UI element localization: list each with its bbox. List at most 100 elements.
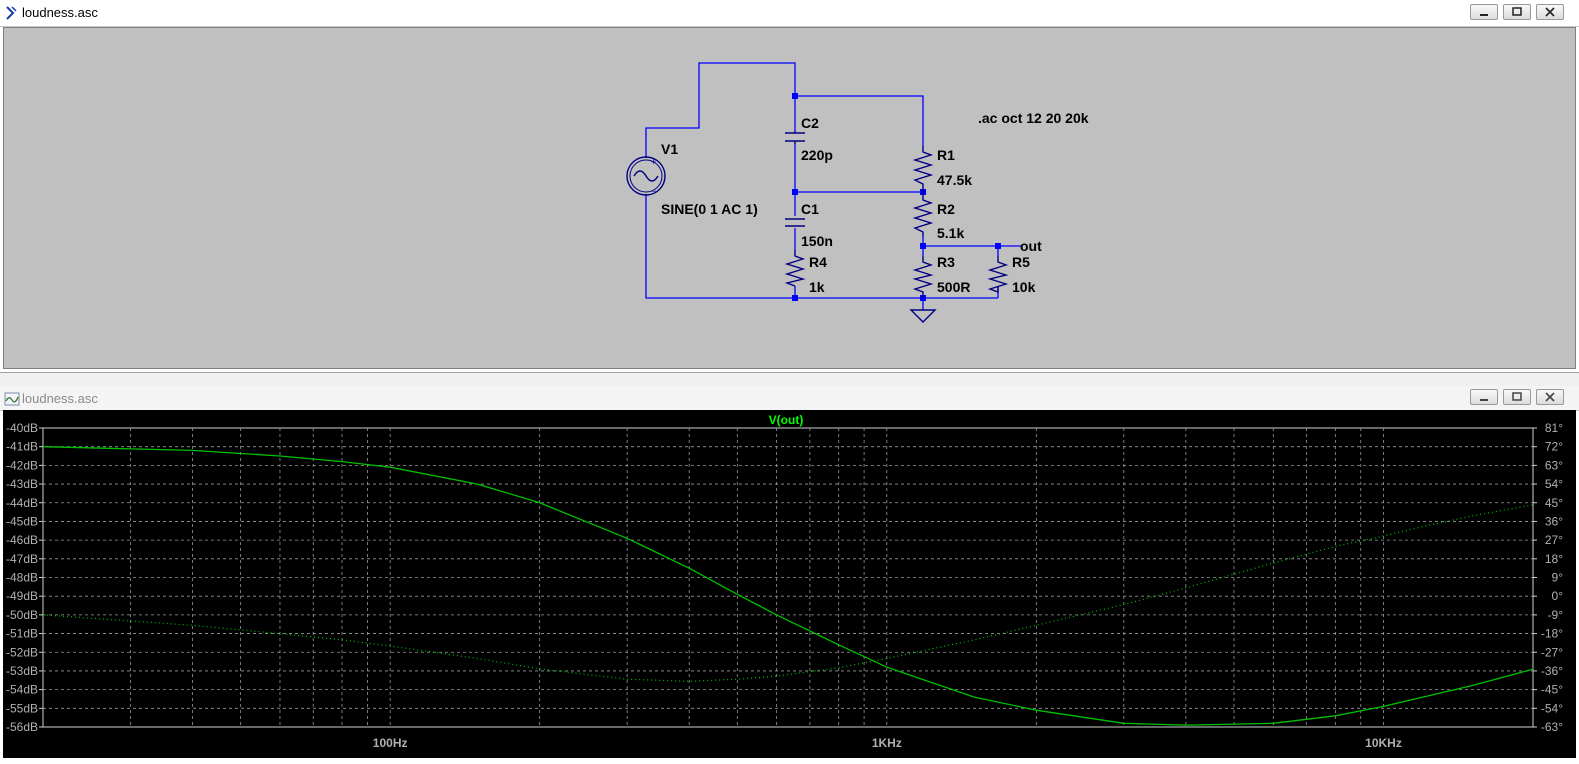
schematic-drawing[interactable]: + − V1 SINE(0 1 AC 1) C2 220p C1 150n R4… (4, 28, 1575, 368)
svg-text:−: − (651, 186, 656, 196)
r5-ref-label: R5 (1012, 254, 1030, 270)
right-tick-label: 45° (1545, 496, 1563, 510)
trace-title-v-out[interactable]: V(out) (769, 413, 804, 427)
svg-text:+: + (651, 157, 656, 167)
left-tick-label: -41dB (6, 440, 38, 454)
left-tick-label: -43dB (6, 477, 38, 491)
right-tick-label: -36° (1541, 664, 1563, 678)
left-tick-label: -45dB (6, 514, 38, 528)
waveform-app-icon (4, 392, 20, 406)
right-tick-label: 0° (1552, 589, 1564, 603)
magnitude-trace[interactable] (42, 446, 1534, 726)
resistor-icon[interactable] (784, 250, 806, 287)
right-tick-label: 36° (1545, 514, 1563, 528)
right-tick-label: -63° (1541, 720, 1563, 734)
x-axis-ticks: 100Hz 1KHz 10KHz (373, 736, 1402, 750)
r4-value-label: 1k (809, 279, 825, 295)
schematic-window-title: loudness.asc (22, 5, 98, 20)
right-tick-label: 27° (1545, 533, 1563, 547)
c1-value-label: 150n (801, 233, 833, 249)
capacitor-icon[interactable] (785, 131, 805, 144)
r2-ref-label: R2 (937, 201, 955, 217)
restore-icon (1512, 7, 1522, 16)
c2-value-label: 220p (801, 147, 833, 163)
left-tick-label: -49dB (6, 589, 38, 603)
resistor-icon[interactable] (912, 146, 934, 192)
r3-ref-label: R3 (937, 254, 955, 270)
bode-plot[interactable]: V(out) -40dB -41dB -42dB -43dB -44dB -45dB -46… (3, 410, 1576, 758)
r3-value-label: 500R (937, 279, 970, 295)
x-tick-label: 10KHz (1365, 736, 1402, 750)
right-tick-label: -54° (1541, 701, 1563, 715)
right-tick-label: -27° (1541, 645, 1563, 659)
left-tick-label: -47dB (6, 552, 38, 566)
x-tick-label: 100Hz (373, 736, 408, 750)
r1-value-label: 47.5k (937, 172, 972, 188)
traces (42, 446, 1534, 726)
right-tick-label: 72° (1545, 440, 1563, 454)
minimize-icon (1480, 14, 1488, 16)
resistor-icon[interactable] (987, 256, 1009, 294)
right-tick-label: -9° (1548, 608, 1564, 622)
ground-icon[interactable] (909, 309, 937, 323)
spice-directive[interactable]: .ac oct 12 20 20k (978, 110, 1089, 126)
minimize-button[interactable] (1470, 389, 1498, 405)
left-axis-ticks: -40dB -41dB -42dB -43dB -44dB -45dB -46dB -47dB… (6, 421, 43, 734)
r2-value-label: 5.1k (937, 225, 964, 241)
left-tick-label: -54dB (6, 683, 38, 697)
left-tick-label: -40dB (6, 421, 38, 435)
right-tick-label: 63° (1545, 458, 1563, 472)
left-tick-label: -53dB (6, 664, 38, 678)
right-tick-label: 18° (1545, 552, 1563, 566)
resistor-icon[interactable] (912, 192, 934, 236)
waveform-plot-area[interactable]: V(out) -40dB -41dB -42dB -43dB -44dB -45dB -46… (3, 410, 1576, 758)
close-button[interactable] (1536, 4, 1564, 20)
schematic-window: loudness.asc (0, 0, 1579, 372)
close-icon (1545, 7, 1555, 17)
restore-button[interactable] (1503, 4, 1531, 20)
right-tick-label: 9° (1552, 571, 1564, 585)
resistor-icon[interactable] (912, 256, 934, 298)
left-tick-label: -50dB (6, 608, 38, 622)
right-tick-label: -18° (1541, 627, 1563, 641)
waveform-window: loudness.asc V(out) -40dB -41dB -42dB -43dB… (0, 386, 1579, 764)
close-icon (1545, 392, 1555, 402)
right-tick-label: 81° (1545, 421, 1563, 435)
minimize-icon (1480, 399, 1488, 401)
right-axis-ticks: 81° 72° 63° 54° 45° 36° 27° 18° 9° 0° -9° -18° -27° -… (1533, 421, 1563, 734)
left-tick-label: -42dB (6, 458, 38, 472)
x-tick-label: 1KHz (872, 736, 902, 750)
left-tick-label: -46dB (6, 533, 38, 547)
minimize-button[interactable] (1470, 4, 1498, 20)
components (626, 131, 1009, 323)
r1-ref-label: R1 (937, 147, 955, 163)
r5-value-label: 10k (1012, 279, 1036, 295)
close-button[interactable] (1536, 389, 1564, 405)
waveform-titlebar[interactable]: loudness.asc (0, 386, 1579, 411)
net-label-out[interactable]: out (1020, 238, 1042, 254)
voltage-source-icon[interactable] (626, 156, 666, 196)
schematic-canvas[interactable]: + − V1 SINE(0 1 AC 1) C2 220p C1 150n R4… (3, 27, 1576, 369)
restore-button[interactable] (1503, 389, 1531, 405)
window-splitter[interactable] (0, 372, 1579, 387)
c2-ref-label: C2 (801, 115, 819, 131)
ltspice-app-icon (6, 6, 17, 20)
left-tick-label: -51dB (6, 627, 38, 641)
r4-ref-label: R4 (809, 254, 827, 270)
right-tick-label: -45° (1541, 683, 1563, 697)
waveform-window-title: loudness.asc (22, 391, 98, 406)
left-tick-label: -48dB (6, 571, 38, 585)
capacitor-icon[interactable] (785, 218, 805, 227)
v1-ref-label: V1 (661, 141, 678, 157)
left-tick-label: -55dB (6, 701, 38, 715)
schematic-titlebar[interactable]: loudness.asc (0, 0, 1579, 27)
right-tick-label: 54° (1545, 477, 1563, 491)
left-tick-label: -52dB (6, 645, 38, 659)
v1-value-label: SINE(0 1 AC 1) (661, 201, 758, 217)
c1-ref-label: C1 (801, 201, 819, 217)
left-tick-label: -44dB (6, 496, 38, 510)
left-tick-label: -56dB (6, 720, 38, 734)
phase-trace[interactable] (42, 504, 1534, 682)
plot-grid (42, 427, 1534, 728)
restore-icon (1512, 392, 1522, 401)
